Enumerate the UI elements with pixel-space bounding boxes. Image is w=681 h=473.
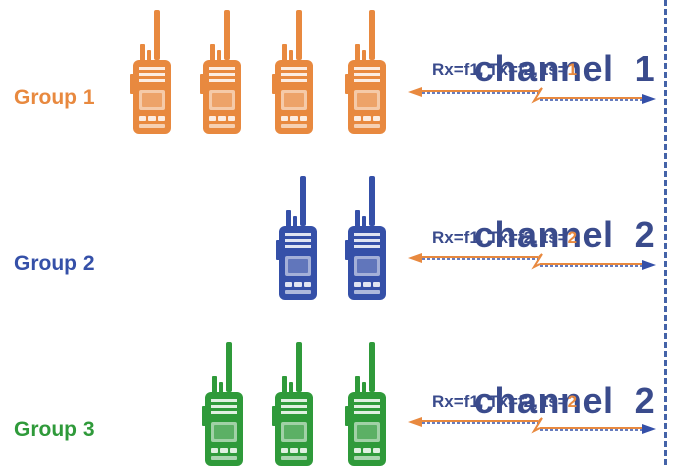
walkie-talkie-icon bbox=[200, 10, 244, 141]
walkie-talkie-icon bbox=[345, 10, 389, 141]
timeslot-value: 1 bbox=[567, 60, 578, 79]
timeslot-value: 2 bbox=[567, 228, 578, 247]
channel-2-title: channel 2 bbox=[432, 172, 655, 298]
walkie-talkie-icon bbox=[130, 10, 174, 141]
walkie-talkie-icon bbox=[202, 342, 246, 473]
walkie-talkie-icon bbox=[276, 176, 320, 307]
params-text: Rx=f1, Tx=f2, ts= bbox=[432, 60, 568, 79]
channel-2-params: Rx=f1, Tx=f2, ts=2 bbox=[432, 228, 577, 248]
group-1-label: Group 1 bbox=[14, 86, 95, 109]
channel-number: 1 bbox=[634, 48, 656, 89]
channel-3-title: channel 2 bbox=[432, 338, 655, 464]
walkie-talkie-icon bbox=[345, 342, 389, 473]
channel-word: channel bbox=[474, 48, 614, 89]
channel-number: 2 bbox=[634, 380, 656, 421]
group-2-label: Group 2 bbox=[14, 252, 95, 275]
walkie-talkie-icon bbox=[272, 10, 316, 141]
channel-word: channel bbox=[474, 214, 614, 255]
group-3-label: Group 3 bbox=[14, 418, 95, 441]
params-text: Rx=f1, Tx=f2, ts= bbox=[432, 228, 568, 247]
channel-3-params: Rx=f1, Tx=f2, ts=2 bbox=[432, 392, 577, 412]
channel-1-title: channel 1 bbox=[432, 6, 655, 132]
channel-1-params: Rx=f1, Tx=f2, ts=1 bbox=[432, 60, 577, 80]
walkie-talkie-icon bbox=[272, 342, 316, 473]
bidirectional-radio-link-arrow bbox=[408, 87, 656, 104]
walkie-talkie-icon bbox=[345, 176, 389, 307]
channel-number: 2 bbox=[634, 214, 656, 255]
params-text: Rx=f1, Tx=f2, ts= bbox=[432, 392, 568, 411]
dashed-boundary-line bbox=[664, 0, 667, 465]
channel-word: channel bbox=[474, 380, 614, 421]
bidirectional-radio-link-arrow bbox=[408, 417, 656, 434]
timeslot-value: 2 bbox=[567, 392, 578, 411]
bidirectional-radio-link-arrow bbox=[408, 253, 656, 270]
